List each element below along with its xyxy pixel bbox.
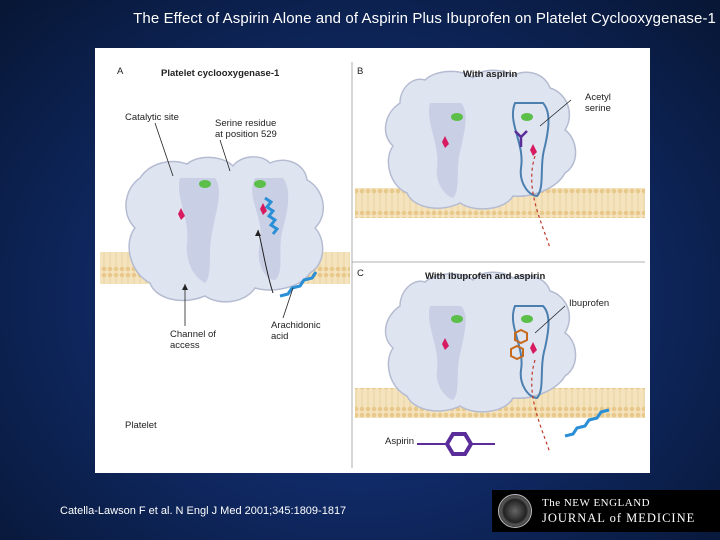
cox1-dimer-a [126,157,323,302]
journal-line-2: JOURNAL of MEDICINE [542,511,695,526]
label-catalytic-site: Catalytic site [125,112,179,123]
aspirin-molecule [417,434,495,454]
panel-c-letter: C [357,268,364,279]
label-ibuprofen: Ibuprofen [569,298,609,309]
figure-panel: A Platelet cyclooxygenase-1 Catalytic si… [95,48,650,473]
journal-logo: The NEW ENGLAND JOURNAL of MEDICINE [492,490,720,532]
panel-b-heading: With aspirin [463,69,517,80]
label-channel-of-access: Channel of access [170,329,216,351]
cox1-dimer-c [386,272,576,412]
journal-seal-icon [498,494,532,528]
cox1-dimer-b [386,70,576,209]
slide-title: The Effect of Aspirin Alone and of Aspir… [0,10,720,27]
panel-a-letter: A [117,66,123,77]
label-acetyl-serine: Acetyl serine [585,92,611,114]
label-platelet: Platelet [125,420,157,431]
panel-c-heading: With ibuprofen and aspirin [425,271,545,282]
label-serine-residue: Serine residue at position 529 [215,118,277,140]
panel-b-letter: B [357,66,363,77]
citation: Catella-Lawson F et al. N Engl J Med 200… [60,505,346,517]
journal-line-1: The NEW ENGLAND [542,496,695,511]
panel-a-heading: Platelet cyclooxygenase-1 [161,68,279,79]
label-aspirin: Aspirin [385,436,414,447]
label-arachidonic-acid: Arachidonic acid [271,320,321,342]
